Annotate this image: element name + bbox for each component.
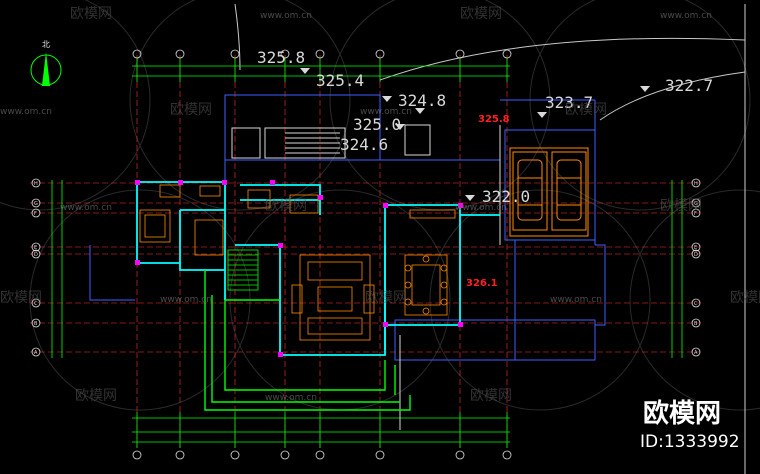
elevation-label: 325.0 — [353, 115, 401, 134]
elevation-markers-red: 325.8 326.1 — [466, 114, 510, 289]
north-arrow: 北 — [30, 40, 62, 86]
axis-label: E — [34, 245, 37, 251]
furniture — [139, 184, 456, 341]
axis-label: D — [694, 252, 698, 258]
watermark-url: www.om.cn — [60, 203, 112, 213]
watermark-brand: 欧模网 — [75, 388, 117, 404]
road-curves — [234, 3, 746, 121]
elevation-label: 322.0 — [482, 187, 530, 206]
watermark-brand: 欧模网 — [365, 290, 407, 306]
watermark-brand: 欧模网 — [470, 388, 512, 404]
axis-label: H — [694, 181, 698, 187]
elevation-label-red: 326.1 — [466, 278, 498, 289]
watermark-brand: 欧模网 — [730, 290, 760, 306]
brand-logo-text: 欧模网 — [643, 398, 721, 429]
watermark-brand: 欧模网 — [170, 102, 212, 118]
terrace-outline — [204, 270, 411, 411]
watermark-brand: 欧模网 — [265, 198, 307, 214]
watermark-url: www.om.cn — [160, 295, 212, 305]
elevation-markers: 325.8 325.4 324.8 323.7 322.7 325.0 324.… — [257, 48, 713, 206]
axis-label: B — [694, 321, 698, 327]
watermark-brand: 欧模网 — [460, 6, 502, 22]
watermark-url: www.om.cn — [360, 107, 412, 117]
watermarks: 欧模网 欧模网 欧模网 欧模网 欧模网 欧模网 欧模网 欧模网 欧模网 欧模网 … — [0, 6, 760, 404]
watermark-brand: 欧模网 — [70, 6, 112, 22]
axis-label: C — [694, 301, 698, 307]
elevation-label: 323.7 — [545, 93, 593, 112]
axis-label: E — [694, 245, 697, 251]
watermark-brand: 欧模网 — [0, 290, 42, 306]
watermark-brand: 欧模网 — [660, 198, 702, 214]
axis-label: A — [694, 350, 698, 356]
axis-label: H — [34, 181, 38, 187]
axis-labels-right: H G F E D C B A — [694, 181, 698, 356]
north-label: 北 — [42, 40, 50, 49]
elevation-label: 324.8 — [398, 91, 446, 110]
axis-label: F — [694, 211, 697, 217]
axis-label: F — [34, 211, 37, 217]
brand-stamp: 欧模网 ID:1333992 — [640, 398, 740, 452]
axis-bubbles-left — [31, 178, 41, 357]
watermark-url: www.om.cn — [0, 107, 52, 117]
watermark-url: www.om.cn — [260, 11, 312, 21]
watermark-url: www.om.cn — [550, 295, 602, 305]
structure-outline — [231, 124, 501, 430]
elevation-label-red: 325.8 — [478, 114, 510, 125]
axis-bubbles-bottom — [132, 450, 512, 460]
elevation-label: 325.4 — [316, 71, 364, 90]
axis-label: G — [34, 201, 38, 207]
watermark-url: www.om.cn — [660, 11, 712, 21]
dimension-lines — [51, 58, 683, 448]
elevation-triangles — [300, 68, 650, 201]
walls — [136, 181, 500, 356]
elevation-label: 324.6 — [340, 135, 388, 154]
garage — [509, 147, 589, 237]
axis-bubbles-right — [691, 178, 701, 357]
axis-label: C — [34, 301, 38, 307]
brand-id: ID:1333992 — [640, 432, 740, 452]
axis-label: B — [34, 321, 38, 327]
elevation-label: 322.7 — [665, 76, 713, 95]
watermark-url: www.om.cn — [455, 203, 507, 213]
site-outline — [89, 94, 606, 361]
axis-bubbles-top — [132, 49, 512, 59]
axis-label: G — [694, 201, 698, 207]
stair — [227, 249, 259, 291]
watermark-url: www.om.cn — [265, 393, 317, 403]
axis-label: D — [34, 252, 38, 258]
elevation-label: 325.8 — [257, 48, 305, 67]
axis-label: A — [34, 350, 38, 356]
watermark-brand: 欧模网 — [565, 102, 607, 118]
columns — [135, 180, 463, 357]
axis-labels-left: H G F E D C B A — [34, 181, 38, 356]
